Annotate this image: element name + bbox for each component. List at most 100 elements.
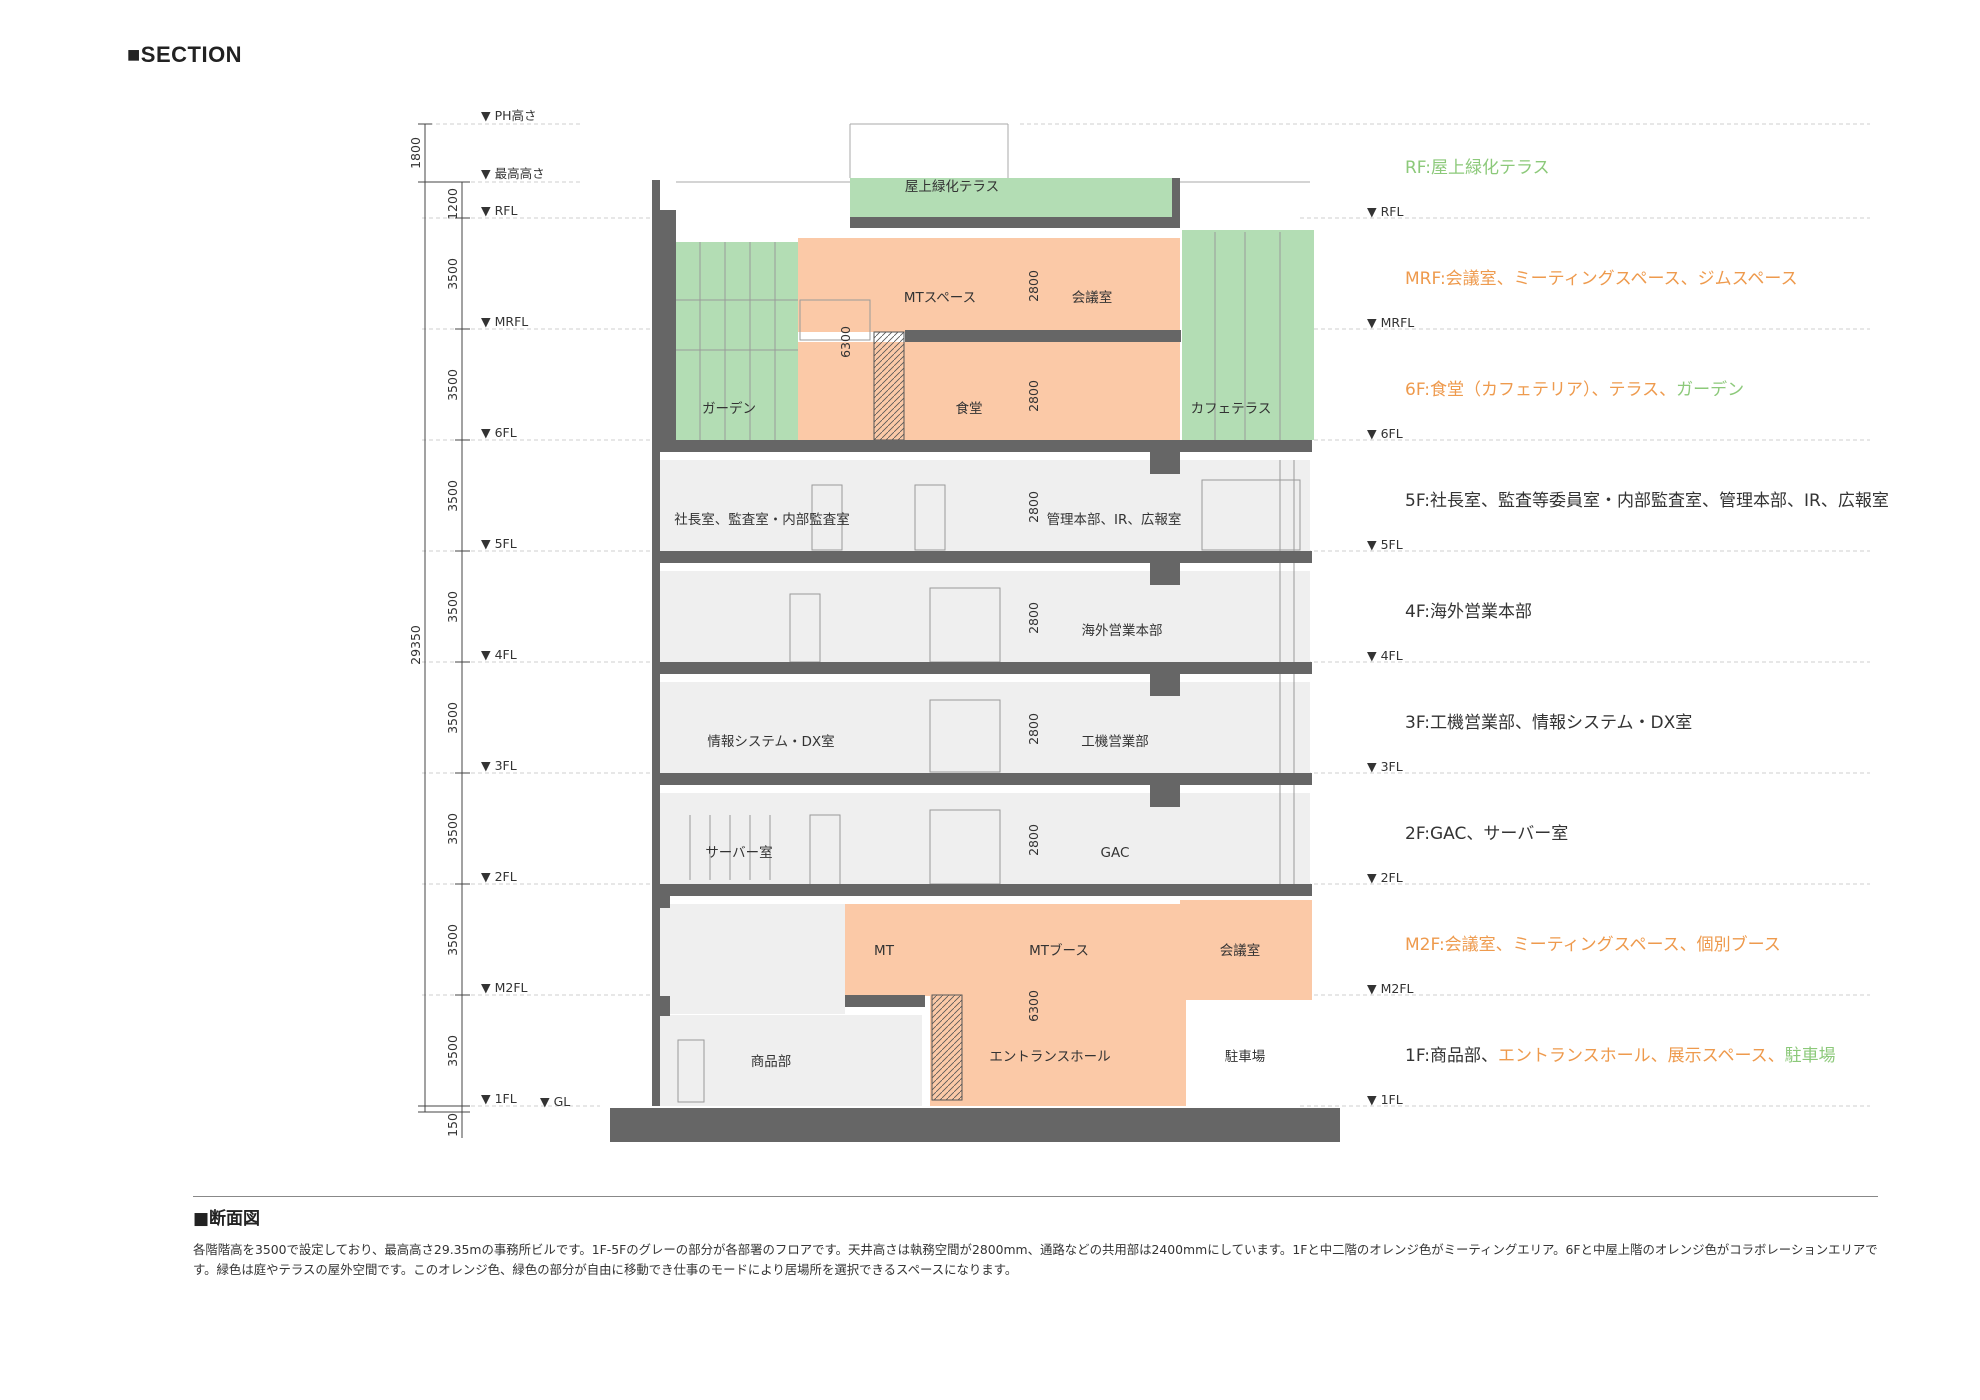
room-cafeteria: 食堂 xyxy=(956,400,983,417)
floor-desc-segment: 駐車場 xyxy=(1784,1046,1836,1066)
room-entrance: エントランスホール xyxy=(989,1049,1110,1065)
room-roof-terrace: 屋上緑化テラス xyxy=(905,179,999,195)
m2-meeting-zone xyxy=(1180,900,1312,1000)
room-gac: GAC xyxy=(1101,845,1130,861)
upper-stair xyxy=(873,331,905,441)
dim-mrf: 3500 xyxy=(445,369,460,401)
floor-description-list: RF:屋上緑化テラス MRF:会議室、ミーティングスペース、ジムスペース 6F:… xyxy=(1405,0,1965,1150)
room-meeting-m2: 会議室 xyxy=(1220,942,1261,959)
caption-body: 各階階高を3500で設定しており、最高高さ29.35mの事務所ビルです。1F-5… xyxy=(193,1242,1878,1277)
floor-desc-m2f: M2F:会議室、ミーティングスペース、個別ブース xyxy=(1405,930,1781,955)
caption-divider xyxy=(193,1196,1878,1197)
roof-outline xyxy=(676,123,1310,183)
floor-desc-segment: 1F:商品部、 xyxy=(1405,1046,1499,1066)
m2-gray-zone xyxy=(660,904,845,1014)
floor-desc-segment: RF:屋上緑化テラス xyxy=(1405,158,1550,178)
lower-stair xyxy=(931,994,963,1101)
level-rfl-right: ▼ RFL xyxy=(1367,204,1403,219)
level-gl: ▼ GL xyxy=(540,1094,570,1109)
floor-desc-segment: 2F:GAC、サーバー室 xyxy=(1405,824,1569,844)
room-infosys: 情報システム・DX室 xyxy=(707,733,834,750)
dim-ceil-4f: 2800 xyxy=(1026,602,1041,634)
floor-desc-segment: MRF:会議室、ミーティングスペース、ジムスペース xyxy=(1405,269,1798,289)
dim-rf: 3500 xyxy=(445,258,460,290)
room-labels: 屋上緑化テラス MTスペース 会議室 ガーデン 食堂 カフェテラス 社長室、監査… xyxy=(674,179,1271,1070)
structure xyxy=(610,178,1340,1142)
floor-desc-5f: 5F:社長室、監査等委員室・内部監査室、管理本部、IR、広報室 xyxy=(1405,486,1889,511)
floor-desc-segment: 5F:社長室、監査等委員室・内部監査室、管理本部、IR、広報室 xyxy=(1405,491,1889,511)
dim-void-upper: 6300 xyxy=(838,326,853,358)
dim-ceil-2f: 2800 xyxy=(1026,824,1041,856)
room-management: 管理本部、IR、広報室 xyxy=(1047,511,1182,528)
floor-desc-segment: M2F:会議室、ミーティングスペース、個別ブース xyxy=(1405,935,1781,955)
dim-base: 150 xyxy=(445,1113,460,1137)
floor-desc-6f: 6F:食堂（カフェテリア）、テラス、ガーデン xyxy=(1405,375,1744,400)
room-mt: MT xyxy=(874,943,895,959)
floor-desc-segment: ガーデン xyxy=(1676,380,1745,400)
dim-void-lower: 6300 xyxy=(1026,990,1041,1022)
room-mt-booth: MTブース xyxy=(1029,942,1089,959)
floor-desc-segment: エントランスホール、展示スペース、 xyxy=(1498,1046,1785,1066)
floor-desc-2f: 2F:GAC、サーバー室 xyxy=(1405,819,1568,844)
cafeteria-zone xyxy=(798,342,1180,440)
level-5fl: ▼ 5FL xyxy=(481,536,517,551)
cafe-terrace-zone xyxy=(1182,230,1314,440)
room-overseas: 海外営業本部 xyxy=(1082,623,1163,639)
dim-ph: 1800 xyxy=(408,137,423,169)
dim-ceil-mrf: 2800 xyxy=(1026,270,1041,302)
level-6fl: ▼ 6FL xyxy=(481,425,517,440)
level-2fl: ▼ 2FL xyxy=(481,869,517,884)
dim-ceil-5f: 2800 xyxy=(1026,491,1041,523)
room-parking: 駐車場 xyxy=(1225,1049,1266,1065)
level-6fl-right: ▼ 6FL xyxy=(1367,426,1403,441)
office-2f-zone xyxy=(660,793,1310,893)
level-m2fl-right: ▼ M2FL xyxy=(1367,981,1414,996)
room-garden: ガーデン xyxy=(702,400,756,417)
level-1fl: ▼ 1FL xyxy=(481,1091,517,1106)
dim-m2: 3500 xyxy=(445,924,460,956)
level-m2fl: ▼ M2FL xyxy=(481,980,528,995)
room-server: サーバー室 xyxy=(705,844,772,861)
floor-desc-mrf: MRF:会議室、ミーティングスペース、ジムスペース xyxy=(1405,264,1798,289)
floor-desc-segment: 3F:工機営業部、情報システム・DX室 xyxy=(1405,713,1693,733)
floor-desc-4f: 4F:海外営業本部 xyxy=(1405,597,1532,622)
dim-2f: 3500 xyxy=(445,813,460,845)
dim-parapet: 1200 xyxy=(445,188,460,220)
level-rfl: ▼ RFL xyxy=(481,203,517,218)
dimension-lines xyxy=(418,123,470,1138)
level-mrfl-right: ▼ MRFL xyxy=(1367,315,1414,330)
floor-desc-rf: RF:屋上緑化テラス xyxy=(1405,153,1550,178)
level-2fl-right: ▼ 2FL xyxy=(1367,870,1403,885)
color-zones xyxy=(660,178,1314,1106)
office-5f-zone xyxy=(660,460,1310,560)
level-5fl-right: ▼ 5FL xyxy=(1367,537,1403,552)
floor-desc-1f: 1F:商品部、エントランスホール、展示スペース、駐車場 xyxy=(1405,1041,1836,1066)
page-title: ■SECTION xyxy=(127,42,243,67)
office-4f-zone xyxy=(660,571,1310,671)
floor-desc-3f: 3F:工機営業部、情報システム・DX室 xyxy=(1405,708,1692,733)
right-level-labels: ▼ RFL ▼ MRFL ▼ 6FL ▼ 5FL ▼ 4FL ▼ 3FL ▼ 2… xyxy=(1367,204,1414,1107)
room-cafe-terrace: カフェテラス xyxy=(1191,401,1272,417)
level-3fl: ▼ 3FL xyxy=(481,758,517,773)
dim-total: 29350 xyxy=(408,625,423,665)
dim-3f: 3500 xyxy=(445,702,460,734)
dim-4f: 3500 xyxy=(445,591,460,623)
level-4fl: ▼ 4FL xyxy=(481,647,517,662)
level-mrfl: ▼ MRFL xyxy=(481,314,528,329)
dim-ceil-6f: 2800 xyxy=(1026,380,1041,412)
level-1fl-right: ▼ 1FL xyxy=(1367,1092,1403,1107)
level-ph: ▼ PH高さ xyxy=(481,108,537,123)
level-3fl-right: ▼ 3FL xyxy=(1367,759,1403,774)
room-president: 社長室、監査室・内部監査室 xyxy=(674,511,850,528)
floor-desc-segment: 4F:海外営業本部 xyxy=(1405,602,1533,622)
dimension-labels: 1800 1200 3500 3500 3500 3500 3500 3500 … xyxy=(408,137,1041,1137)
level-max: ▼ 最高高さ xyxy=(481,166,545,181)
room-machinery: 工機営業部 xyxy=(1081,734,1149,750)
caption-title: ■断面図 xyxy=(193,1209,261,1229)
room-products: 商品部 xyxy=(751,1054,792,1070)
dim-ceil-3f: 2800 xyxy=(1026,713,1041,745)
roof-terrace-zone xyxy=(850,178,1178,218)
dim-1f: 3500 xyxy=(445,1035,460,1067)
office-3f-zone xyxy=(660,682,1310,782)
